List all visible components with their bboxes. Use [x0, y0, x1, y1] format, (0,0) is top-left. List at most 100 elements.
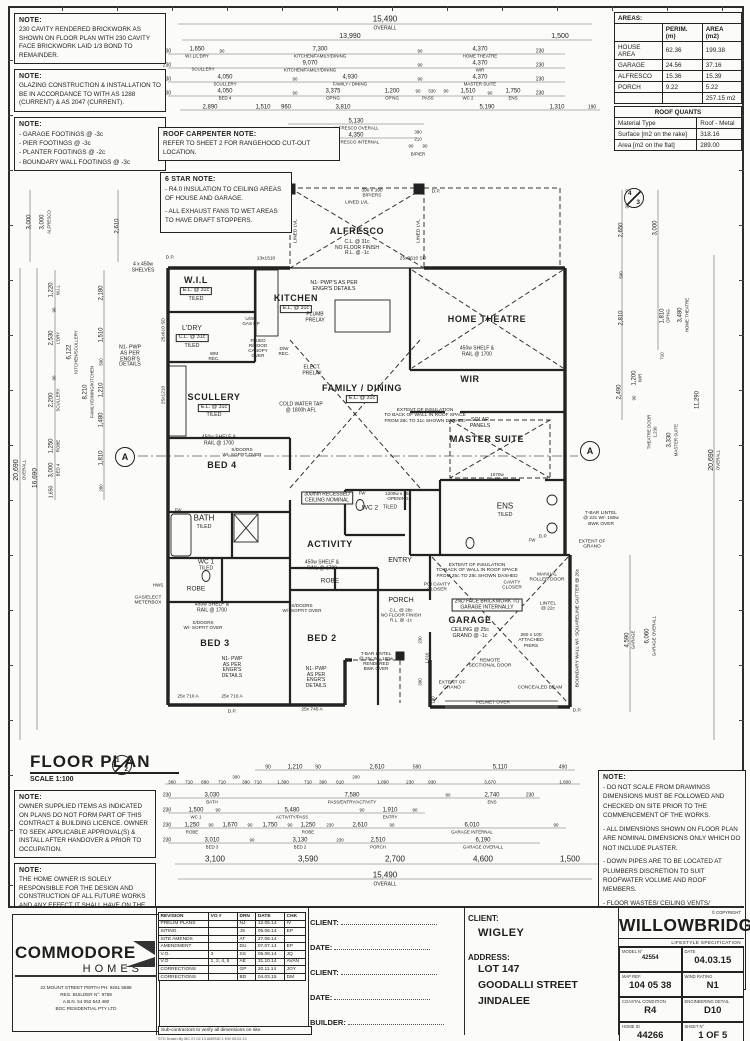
section-marker: A — [115, 447, 135, 467]
revision-cell: AT — [236, 934, 257, 944]
brand-field-label: MODEL N° — [622, 949, 643, 954]
builder-logo: COMMODORE HOMES 22 MOUNT STREET PERTH PH… — [12, 914, 160, 1032]
revision-cell: 07.07.14 — [255, 942, 286, 951]
plan-annotation: 390 x 390 B/PIERS — [361, 188, 383, 199]
dimension-label: 15,490 — [372, 870, 398, 880]
signature-row: DATE: — [310, 941, 462, 952]
plan-annotation: FW — [528, 537, 536, 543]
plan-annotation: CONCEALED BEAM — [517, 685, 563, 691]
dimension-label: 90 — [359, 807, 365, 813]
signature-line — [334, 991, 431, 1000]
notes-top-left: NOTE:230 CAVITY RENDERED BRICKWORK AS SH… — [14, 13, 166, 176]
dimension-label: 2,740 — [484, 792, 500, 799]
dimension-label: 1,310 — [549, 104, 565, 111]
signature-row: CLIENT: — [310, 966, 462, 977]
dimension-label: KITCHEN/FAMILY/DINING — [293, 53, 347, 59]
dimension-label: 190 — [430, 696, 436, 704]
revision-cell: 3 — [208, 949, 238, 959]
plan-annotation: 1070w FHO — [490, 471, 504, 482]
builder-name: COMMODORE — [15, 943, 136, 962]
note-body: REFER TO SHEET 2 FOR RANGEHOOD CUT-OUT L… — [163, 140, 311, 156]
brand-field-value: N1 — [706, 980, 719, 991]
dimension-label: 4,370 — [472, 60, 488, 67]
dimension-label: 1,650 — [48, 485, 55, 499]
dimension-label: WIR — [637, 373, 643, 383]
section-marker: A — [580, 441, 600, 461]
dimension-label: GARAGE OVERALL — [462, 844, 504, 850]
dimension-label: GARAGE — [630, 630, 636, 650]
dimension-label: 2,490 — [616, 384, 623, 400]
dimension-label: ROBE — [55, 439, 61, 453]
dimension-label: 710 — [254, 779, 262, 785]
dimension-label: WC 1 — [190, 814, 202, 820]
dimension-label: FAMILY / DINING — [332, 81, 368, 87]
revision-header: VO # — [208, 912, 238, 921]
dimension-label: 15,490 — [372, 14, 398, 24]
room-sublabel: TILED — [198, 565, 214, 572]
room-sublabel: TILED — [184, 343, 200, 350]
room-label: HOME THEATRE — [447, 314, 527, 325]
dimension-label: 1,500 — [188, 807, 204, 814]
dimension-label: 2,610 — [352, 822, 368, 829]
brand-field-label: HOME ID — [622, 1024, 640, 1029]
dimension-label: 90 — [417, 48, 423, 54]
revision-cell: AE — [236, 957, 257, 967]
room-sublabel: ENTRY — [388, 557, 412, 565]
dimension-label: 3,000 — [26, 214, 33, 230]
roof-quants-cell: Area [m2 on the flat] — [613, 139, 698, 151]
sheet-scale: SCALE 1:100 — [30, 776, 74, 783]
revision-header: REVISION — [157, 912, 210, 921]
window-door-code: D.P. — [572, 708, 582, 714]
revision-cell: CORRECTIONS — [157, 965, 210, 974]
revision-fineprint: STD Drawn By MC 07.02.13 AMEND 1 KW 05.0… — [158, 1037, 247, 1041]
dimension-label: 710 — [304, 779, 312, 785]
dimension-label: BED 4 — [55, 463, 61, 477]
dimension-label: 90 — [412, 807, 418, 813]
plan-annotation: 450w SHELF & RAIL @ 1700 — [201, 434, 237, 446]
plan-annotation: 2ND FACE BRICKWORK TO GARAGE INTERNALLY — [451, 598, 523, 612]
logo-arrow-icon — [125, 957, 155, 967]
plan-annotation: LINED LVL — [293, 219, 299, 243]
ruler-ticks-left — [8, 6, 13, 1035]
dimension-label: 280 — [98, 484, 104, 492]
plan-annotation: 450w SHELF & RAIL @ 1700 — [304, 559, 340, 571]
dimension-label: W.I.L — [55, 284, 61, 296]
address-line: JINDALEE — [478, 994, 530, 1007]
dimension-label: 90 — [208, 822, 214, 828]
dimension-label: 1,600 — [559, 779, 571, 785]
window-door-code: 13x1510 — [256, 256, 276, 262]
dimension-label: 590 — [412, 764, 422, 771]
signature-row: DATE: — [310, 991, 462, 1002]
room-label: WIR — [460, 374, 480, 385]
revision-cell: PRELIM PLANS — [157, 919, 210, 929]
dimension-label: 230 — [525, 792, 535, 799]
room-sublabel: TILED — [497, 512, 513, 519]
plan-annotation: EXTENT OF INSULATION TO BACK OF WALL IN … — [436, 563, 518, 579]
brand-field-label: MAP REF. — [622, 974, 642, 979]
plan-annotation: N1- PWP AS PER ENGR'S DETAILS — [118, 344, 142, 368]
room-sublabel: E.L. @ 31c — [197, 404, 231, 412]
brand-field-label: WIND RATING — [684, 974, 713, 979]
roof-quants-cell: Surface [m2 on the rake] — [613, 128, 698, 140]
col-area: AREA (m2) — [701, 23, 743, 42]
dimension-label: 230 — [162, 837, 172, 844]
dimension-label: MASTER SUITE — [463, 81, 497, 87]
signature-line — [340, 966, 437, 975]
dimension-label: OVERALL — [715, 449, 721, 471]
dimension-label: 1,220 — [48, 282, 55, 298]
brand-field: SHEET N°1 OF 5 — [681, 1022, 744, 1041]
dimension-label: 1,250 — [300, 822, 316, 829]
address-line: GOODALLI STREET — [478, 978, 578, 991]
plan-annotation: N1- PWP'S AS PER ENGR'S DETAILS — [310, 280, 358, 292]
brand-field-value: R4 — [644, 1005, 657, 1016]
builder-address-line: BGC RESIDENTIAL PTY LTD — [55, 1005, 117, 1011]
dimension-label: 3,330 — [666, 432, 673, 448]
dimension-label: 230 — [162, 792, 172, 799]
